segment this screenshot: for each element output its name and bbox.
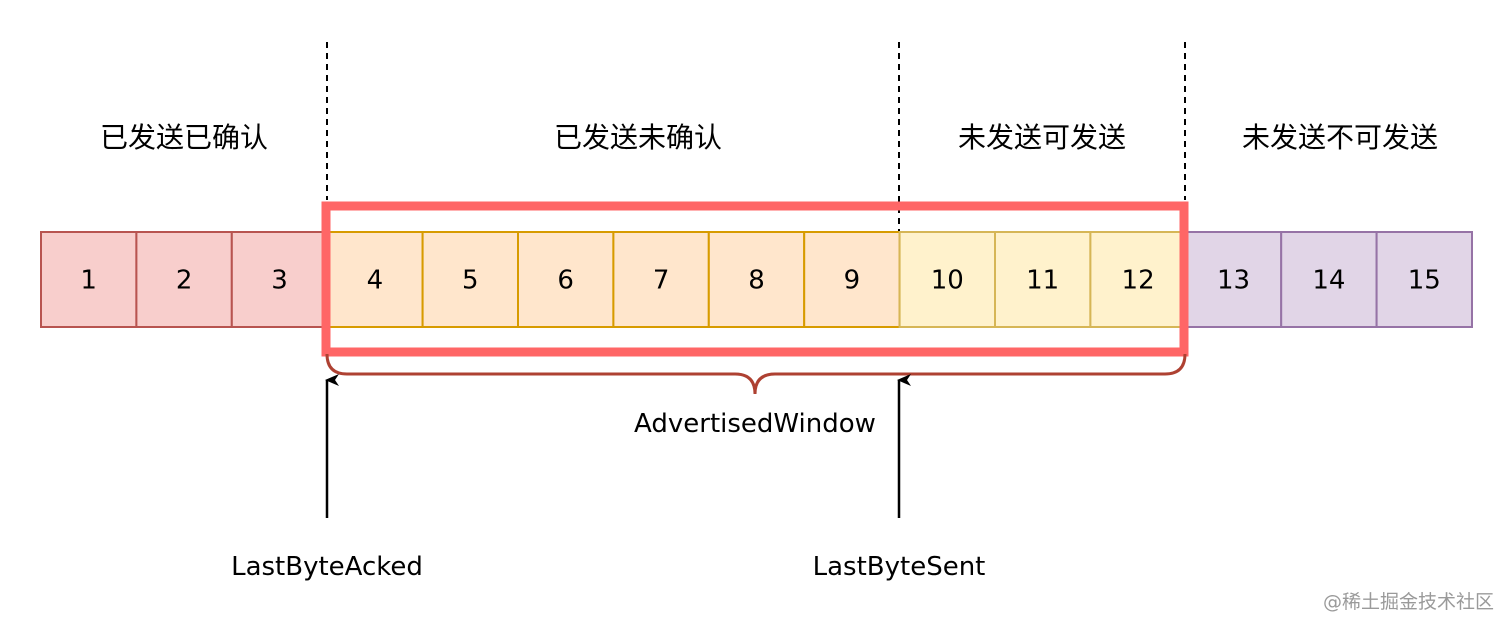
advertised-window-frame	[321, 201, 1189, 357]
watermark: @稀土掘金技术社区	[1323, 591, 1494, 613]
byte-cell-label-8: 8	[748, 266, 765, 296]
byte-cell-8	[707, 231, 806, 328]
byte-cell-label-15: 15	[1408, 266, 1441, 296]
region-label-sent-unacked: 已发送未确认	[554, 121, 722, 154]
byte-cell-15	[1375, 231, 1473, 328]
byte-cell-6	[517, 231, 615, 328]
byte-cell-label-14: 14	[1312, 266, 1345, 296]
region-label-unsent-unsendable: 未发送不可发送	[1242, 121, 1438, 154]
byte-cell-label-9: 9	[844, 266, 861, 296]
byte-cell-14	[1280, 231, 1378, 328]
byte-cell-label-1: 1	[80, 266, 97, 296]
byte-cell-5	[421, 231, 520, 328]
byte-cell-label-13: 13	[1217, 266, 1250, 296]
advertised-window-label: AdvertisedWindow	[634, 409, 876, 439]
region-label-unsent-sendable: 未发送可发送	[958, 121, 1126, 154]
byte-cell-7	[612, 231, 710, 328]
byte-cell-label-10: 10	[931, 266, 964, 296]
byte-cell-2	[135, 231, 233, 328]
byte-cell-11	[994, 231, 1092, 328]
byte-cell-label-6: 6	[557, 266, 574, 296]
region-label-sent-acked: 已发送已确认	[100, 121, 268, 154]
last-byte-sent-label: LastByteSent	[813, 552, 986, 582]
last-byte-acked-label: LastByteAcked	[231, 552, 423, 582]
byte-cell-label-12: 12	[1122, 266, 1155, 296]
byte-cell-label-3: 3	[271, 266, 288, 296]
advertised-window-brace	[325, 353, 1187, 395]
byte-cell-label-2: 2	[176, 266, 193, 296]
byte-cell-10	[898, 231, 996, 328]
byte-cell-label-7: 7	[653, 266, 670, 296]
byte-cell-label-4: 4	[367, 266, 384, 296]
byte-cell-12	[1089, 231, 1187, 328]
byte-cell-label-11: 11	[1026, 266, 1059, 296]
byte-cell-13	[1184, 231, 1283, 328]
byte-cell-label-5: 5	[462, 266, 479, 296]
byte-cell-9	[803, 231, 901, 328]
